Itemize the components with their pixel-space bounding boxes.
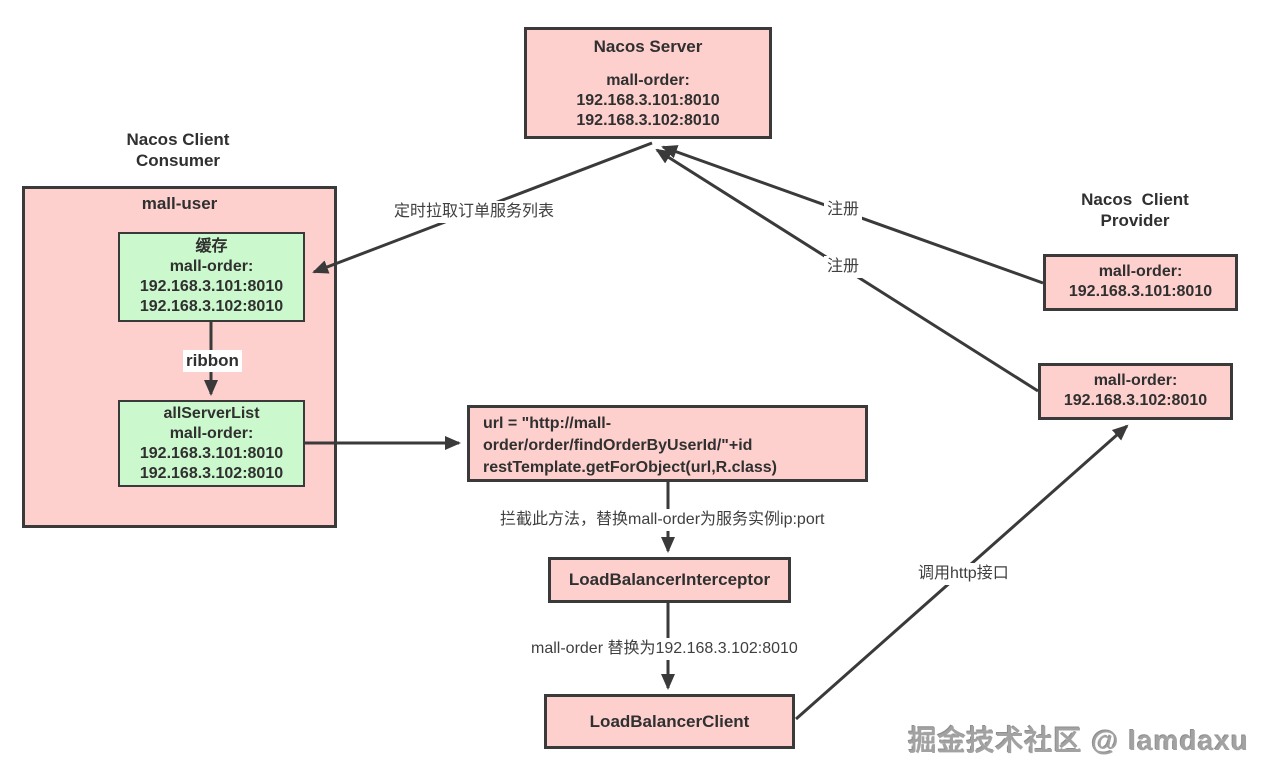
cache-title: 缓存 bbox=[195, 238, 228, 255]
load-balancer-client-box: LoadBalancerClient bbox=[544, 694, 795, 749]
intercept-method-label: 拦截此方法，替换mall-order为服务实例ip:port bbox=[497, 509, 828, 531]
serverlist-instance-1: 192.168.3.101:8010 bbox=[139, 445, 284, 462]
provider2-service-name: mall-order: bbox=[1093, 372, 1178, 389]
nacos-server-box: Nacos Server mall-order: 192.168.3.101:8… bbox=[524, 27, 772, 139]
cache-instance-1: 192.168.3.101:8010 bbox=[139, 278, 284, 295]
cache-service-name: mall-order: bbox=[169, 258, 254, 275]
load-balancer-interceptor-box: LoadBalancerInterceptor bbox=[548, 557, 791, 603]
code-line-2: order/order/findOrderByUserId/"+id bbox=[483, 437, 753, 454]
serverlist-instance-2: 192.168.3.102:8010 bbox=[139, 465, 284, 482]
register-label-2: 注册 bbox=[824, 256, 863, 278]
nacos-server-title: Nacos Server bbox=[593, 37, 703, 56]
server-service-name: mall-order: bbox=[606, 72, 690, 89]
code-line-3: restTemplate.getForObject(url,R.class) bbox=[483, 459, 777, 476]
code-line-1: url = "http://mall- bbox=[483, 415, 612, 432]
cache-instance-2: 192.168.3.102:8010 bbox=[139, 298, 284, 315]
ribbon-label: ribbon bbox=[183, 350, 242, 372]
provider1-address: 192.168.3.101:8010 bbox=[1068, 283, 1213, 300]
server-instance-2: 192.168.3.102:8010 bbox=[576, 112, 720, 129]
provider1-service-name: mall-order: bbox=[1098, 263, 1183, 280]
all-server-list-box: allServerList mall-order: 192.168.3.101:… bbox=[118, 400, 305, 487]
http-call-label: 调用http接口 bbox=[915, 563, 1012, 585]
watermark: 掘金技术社区 @ lamdaxu bbox=[908, 725, 1249, 756]
rest-template-code-box: url = "http://mall- order/order/findOrde… bbox=[467, 405, 868, 482]
consumer-title: Nacos Client Consumer bbox=[126, 130, 230, 170]
register-label-1: 注册 bbox=[824, 199, 863, 221]
provider-instance-2-box: mall-order: 192.168.3.102:8010 bbox=[1038, 363, 1233, 420]
serverlist-service-name: mall-order: bbox=[169, 425, 254, 442]
serverlist-title: allServerList bbox=[163, 405, 260, 422]
pull-service-list-label: 定时拉取订单服务列表 bbox=[391, 201, 558, 223]
spacer bbox=[527, 57, 769, 71]
provider-instance-1-box: mall-order: 192.168.3.101:8010 bbox=[1043, 254, 1238, 311]
mall-user-label: mall-user bbox=[141, 194, 218, 213]
cache-box: 缓存 mall-order: 192.168.3.101:8010 192.16… bbox=[118, 232, 305, 322]
server-instance-1: 192.168.3.101:8010 bbox=[576, 92, 720, 109]
provider-title: Nacos Client Provider bbox=[1081, 190, 1189, 230]
replace-instance-label: mall-order 替换为192.168.3.102:8010 bbox=[528, 638, 801, 660]
provider2-address: 192.168.3.102:8010 bbox=[1063, 392, 1208, 409]
